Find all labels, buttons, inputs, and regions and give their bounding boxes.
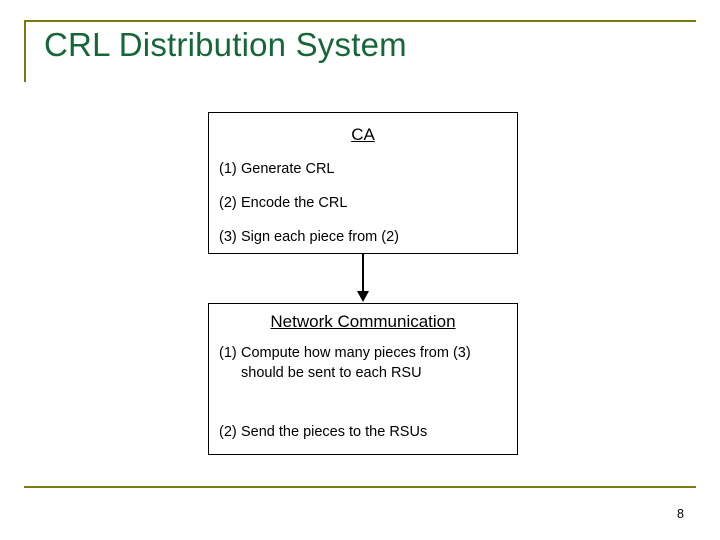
network-step-1-number: (1)	[219, 345, 237, 361]
ca-step-1-number: (1)	[219, 161, 237, 177]
connector-arrow-line	[362, 254, 364, 295]
top-rule	[24, 20, 696, 22]
network-step-2-number: (2)	[219, 424, 237, 440]
ca-step-3: (3) Sign each piece from (2)	[219, 228, 405, 248]
network-step-2: (2) Send the pieces to the RSUs	[219, 423, 433, 443]
bottom-rule	[24, 486, 696, 488]
ca-step-2: (2) Encode the CRL	[219, 194, 353, 214]
network-communication-box: Network Communication (1) Compute how ma…	[208, 303, 518, 455]
ca-step-1-text: Generate CRL	[241, 161, 335, 177]
ca-step-3-number: (3)	[219, 229, 237, 245]
network-step-1-text: Compute how many pieces from (3) should …	[241, 345, 471, 381]
network-step-1: (1) Compute how many pieces from (3) sho…	[219, 344, 517, 383]
ca-step-3-text: Sign each piece from (2)	[241, 229, 399, 245]
ca-box-heading: CA	[351, 125, 375, 144]
ca-step-2-number: (2)	[219, 195, 237, 211]
network-step-2-text: Send the pieces to the RSUs	[241, 424, 428, 440]
page-number: 8	[677, 507, 684, 521]
ca-step-2-text: Encode the CRL	[241, 195, 348, 211]
connector-arrow-head	[357, 291, 369, 302]
page-title: CRL Distribution System	[44, 26, 407, 63]
ca-box: CA (1) Generate CRL (2) Encode the CRL (…	[208, 112, 518, 254]
network-box-heading: Network Communication	[270, 312, 456, 331]
ca-step-1: (1) Generate CRL	[219, 160, 341, 180]
left-accent-tick	[24, 20, 26, 82]
